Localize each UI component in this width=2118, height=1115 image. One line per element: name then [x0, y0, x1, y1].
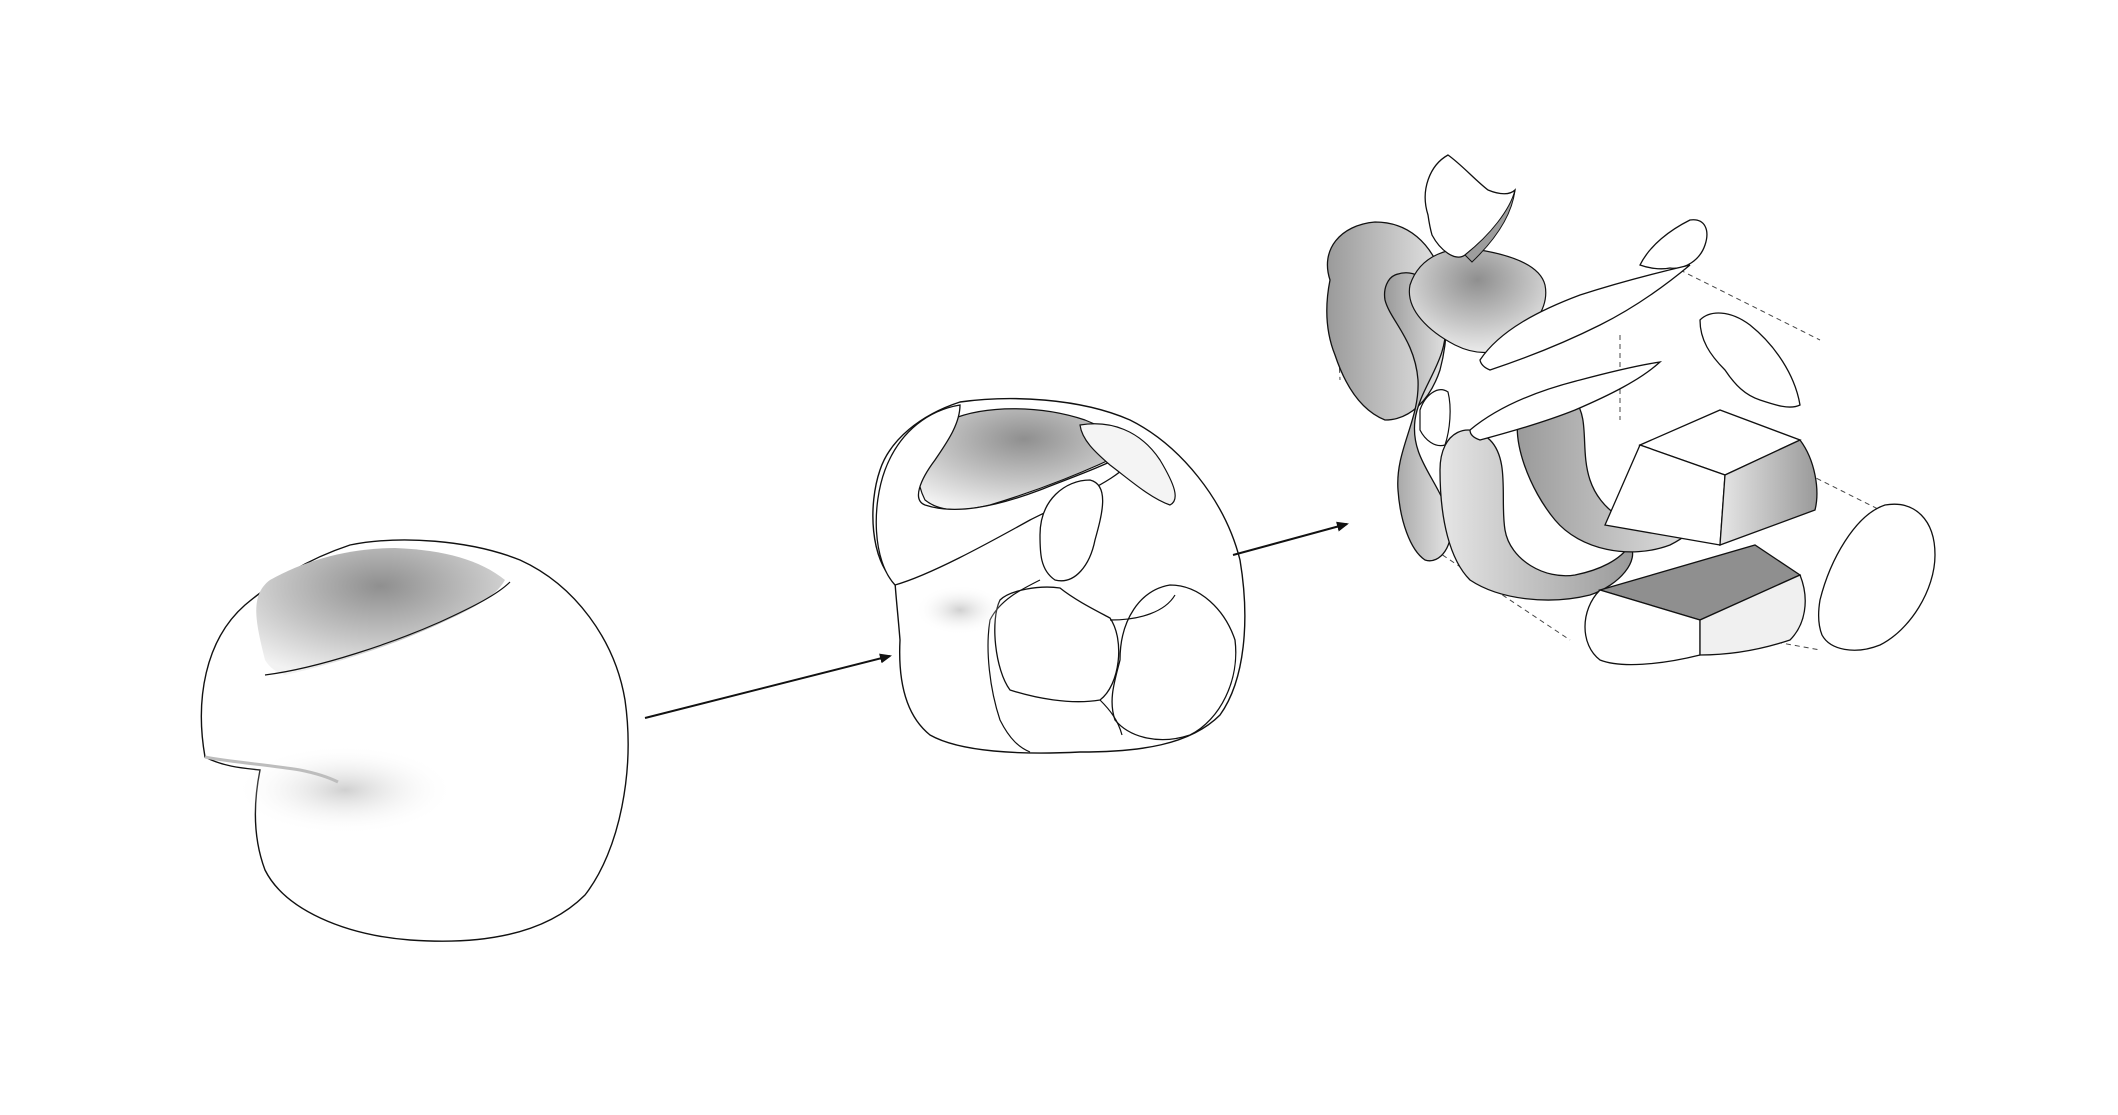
seg-seam-2 [1109, 594, 1176, 621]
seg-rim-piece [875, 404, 1132, 586]
blob-rim [264, 581, 511, 676]
seg-panel-right [1111, 584, 1237, 741]
piece-leaf-top-1-shadow [1464, 189, 1516, 263]
piece-right-panel [1699, 312, 1801, 408]
seg-seam-1 [987, 579, 1041, 753]
seg-seam-3 [1099, 699, 1123, 736]
piece-mid-blade [1469, 361, 1663, 441]
piece-lower-wedge-side [1699, 574, 1806, 656]
seg-panel-middle [1039, 479, 1104, 582]
arrow-2 [1232, 521, 1349, 556]
step-1-blob [200, 539, 629, 942]
piece-lower-wedge-front [1584, 589, 1701, 666]
piece-small-tab [1419, 389, 1451, 447]
step-2-segmented-blob [872, 397, 1246, 754]
piece-leaf-top-2 [1639, 219, 1708, 270]
piece-wall-2 [1439, 429, 1634, 601]
arrow-1 [644, 653, 892, 719]
seg-dent [915, 585, 1005, 635]
blob-lip [204, 755, 339, 784]
seg-panel-lower [994, 586, 1120, 703]
blob-hollow [256, 548, 505, 675]
piece-wall-1 [1383, 272, 1452, 562]
piece-box-side [1719, 439, 1818, 546]
step-3-exploded-pieces [1326, 154, 1936, 666]
piece-leaf-top-1 [1424, 154, 1516, 258]
blob-dent [235, 745, 455, 835]
piece-angled-plate [1479, 264, 1691, 371]
seg-panel-top [1079, 423, 1176, 506]
piece-far-right [1818, 503, 1936, 651]
